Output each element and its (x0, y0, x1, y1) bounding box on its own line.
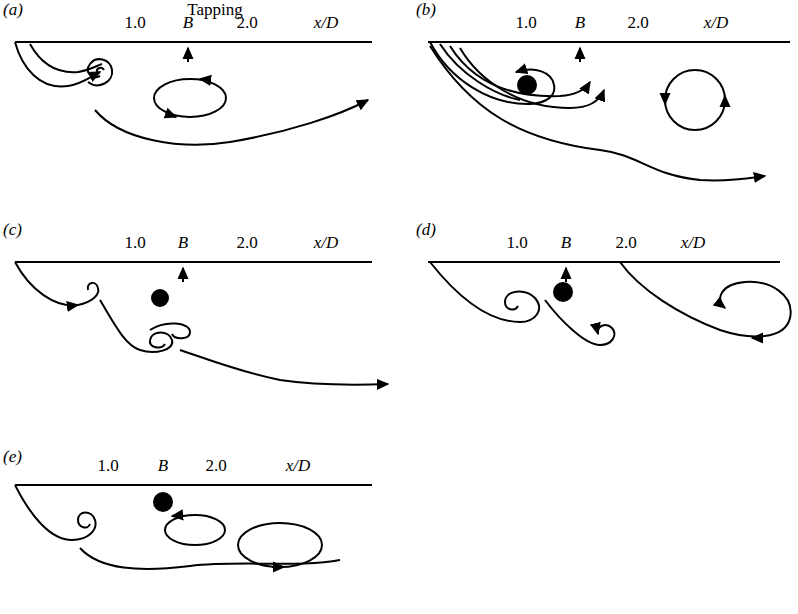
axis-label: x/D (286, 457, 311, 474)
axis-label: (e) (3, 448, 22, 465)
axis-label: B (158, 457, 168, 474)
axis-label: x/D (314, 234, 339, 251)
axis-label: 2.0 (615, 234, 636, 251)
axis-label: 1.0 (97, 457, 118, 474)
axis-label: B (575, 14, 585, 31)
axis-label: (a) (3, 1, 23, 18)
axis-label: B (561, 234, 571, 251)
axis-label: 1.0 (515, 14, 536, 31)
axis-label: 2.0 (205, 457, 226, 474)
axis-label: x/D (314, 14, 339, 31)
axis-label: 2.0 (236, 14, 257, 31)
axis-label: x/D (704, 14, 729, 31)
axis-label: B (183, 14, 193, 31)
axis-label: 1.0 (506, 234, 527, 251)
axis-label: 1.0 (124, 14, 145, 31)
axis-label: Tapping (187, 1, 242, 18)
axis-label: (d) (416, 221, 436, 238)
axis-label: 2.0 (236, 234, 257, 251)
axis-label: 2.0 (627, 14, 648, 31)
axis-label: 1.0 (124, 234, 145, 251)
axis-label: B (178, 234, 188, 251)
axis-label: (b) (416, 1, 436, 18)
axis-label: x/D (681, 234, 706, 251)
axis-label: (c) (3, 221, 22, 238)
